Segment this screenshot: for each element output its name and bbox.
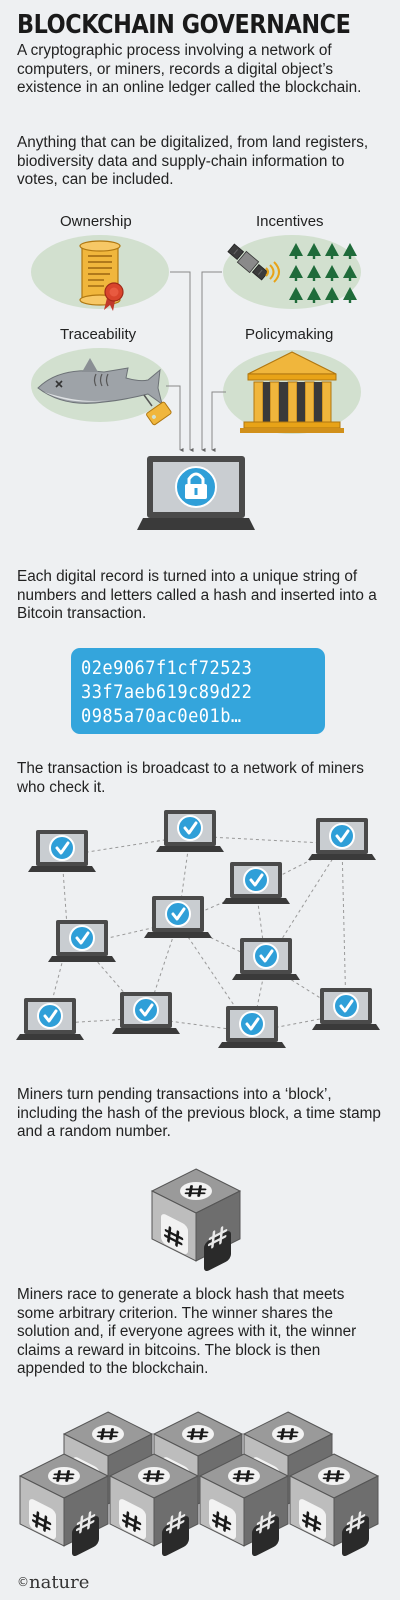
hash-block-icon: [110, 1454, 198, 1558]
satellite-forest-icon: [227, 243, 357, 303]
block-description: Miners turn pending transactions into a …: [17, 1086, 381, 1140]
traceability-label: Traceability: [60, 326, 137, 343]
hash-description: Each digital record is turned into a uni…: [17, 568, 377, 622]
padlock-laptop-icon: [137, 456, 255, 530]
hash-line-2: 33f7aeb619c89d22: [81, 682, 253, 703]
checkmark-laptop-icon: [26, 828, 98, 874]
checkmark-laptop-icon: [306, 816, 378, 862]
connector-lines: [166, 271, 226, 452]
tagged-fish-icon: [37, 358, 172, 426]
ownership-label: Ownership: [60, 213, 132, 230]
hash-line-3: 0985a70ac0e01b…: [81, 706, 242, 727]
race-description: Miners race to generate a block hash tha…: [17, 1286, 357, 1377]
checkmark-laptop-icon: [154, 808, 226, 854]
nature-logo: ©nature: [17, 1572, 90, 1593]
blockchain-cubes: [20, 1412, 378, 1558]
hash-block-icon: [152, 1169, 240, 1273]
broadcast-description: The transaction is broadcast to a networ…: [17, 760, 364, 796]
checkmark-laptop-icon: [142, 894, 214, 940]
checkmark-laptop-icon: [310, 986, 382, 1032]
checkmark-laptop-icon: [46, 918, 118, 964]
hash-display: 02e9067f1cf72523 33f7aeb619c89d22 0985a7…: [71, 648, 325, 734]
checkmark-laptop-icon: [110, 990, 182, 1036]
columned-building-icon: [240, 351, 344, 433]
checkmark-laptop-icon: [14, 996, 86, 1042]
policymaking-label: Policymaking: [245, 326, 334, 343]
hash-line-1: 02e9067f1cf72523: [81, 658, 253, 679]
intro-paragraph-2: Anything that can be digitalized, from l…: [17, 134, 369, 188]
scroll-certificate-icon: [79, 240, 124, 311]
incentives-label: Incentives: [256, 213, 324, 230]
hash-block-icon: [20, 1454, 108, 1558]
checkmark-laptop-icon: [216, 1004, 288, 1050]
page-title: BLOCKCHAIN GOVERNANCE: [17, 10, 351, 40]
checkmark-laptop-icon: [230, 936, 302, 982]
hash-block-icon: [290, 1454, 378, 1558]
checkmark-laptop-icon: [220, 860, 292, 906]
hash-block-icon: [200, 1454, 288, 1558]
intro-paragraph-1: A cryptographic process involving a netw…: [17, 42, 362, 96]
